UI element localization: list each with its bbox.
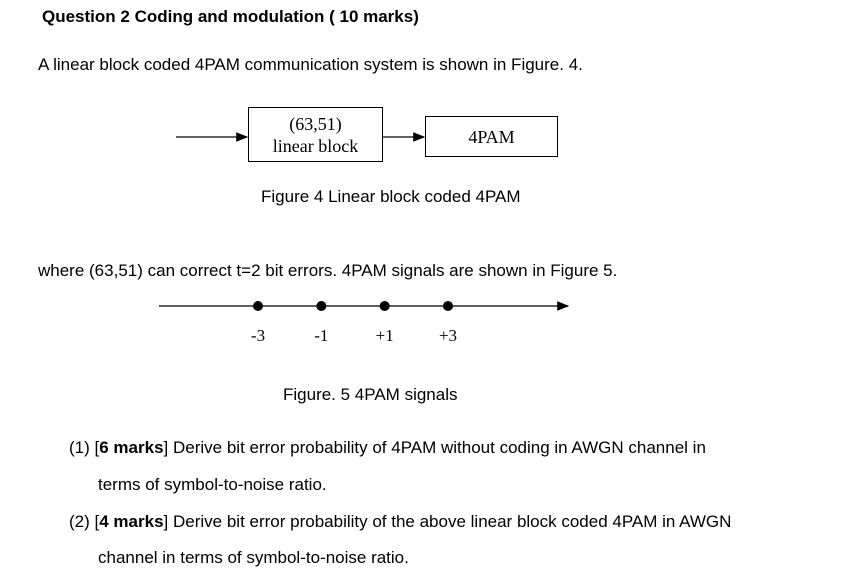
where-text: where (63,51) can correct t=2 bit errors… [38, 261, 618, 280]
signal-point-3 [443, 301, 453, 311]
intro-text: A linear block coded 4PAM communication … [38, 55, 583, 74]
question-heading: Question 2 Coding and modulation ( 10 ma… [42, 7, 419, 26]
question-2-number: (2) [69, 512, 90, 531]
question-1-line-1: (1) [6 marks] Derive bit error probabili… [69, 438, 706, 458]
signal-point-label-3: +3 [439, 326, 457, 345]
signal-point-label-0: -3 [251, 326, 265, 345]
encoder-label: linear block [272, 135, 359, 156]
signal-point-label-1: -1 [314, 326, 328, 345]
question-1-close-bracket: ] [163, 438, 169, 457]
question-2-line-2: channel in terms of symbol-to-noise rati… [98, 548, 409, 567]
signal-point-label-2: +1 [376, 326, 394, 345]
question-1-number: (1) [69, 438, 90, 457]
question-2-text: Derive bit error probability of the abov… [168, 512, 732, 531]
figure-5-caption: Figure. 5 4PAM signals [283, 385, 458, 404]
question-2-marks: 4 marks [99, 512, 164, 531]
question-1-line-2: terms of symbol-to-noise ratio. [98, 475, 327, 494]
question-2-close-bracket: ] [163, 512, 169, 531]
question-2-open-bracket: [ [94, 512, 100, 531]
question-1-text: Derive bit error probability of 4PAM wit… [168, 438, 706, 457]
pam-modulator-box: 4PAM [425, 116, 558, 157]
signal-point-0 [253, 301, 263, 311]
figure-4-caption: Figure 4 Linear block coded 4PAM [261, 187, 521, 206]
question-1-marks: 6 marks [99, 438, 164, 457]
signal-point-1 [316, 301, 327, 311]
question-1-open-bracket: [ [94, 438, 100, 457]
question-2-line-1: (2) [4 marks] Derive bit error probabili… [69, 512, 731, 532]
signal-point-2 [379, 301, 390, 311]
encoder-code-params: (63,51) [289, 113, 342, 134]
modulator-label: 4PAM [468, 126, 515, 147]
linear-block-encoder-box: (63,51) linear block [248, 107, 383, 162]
